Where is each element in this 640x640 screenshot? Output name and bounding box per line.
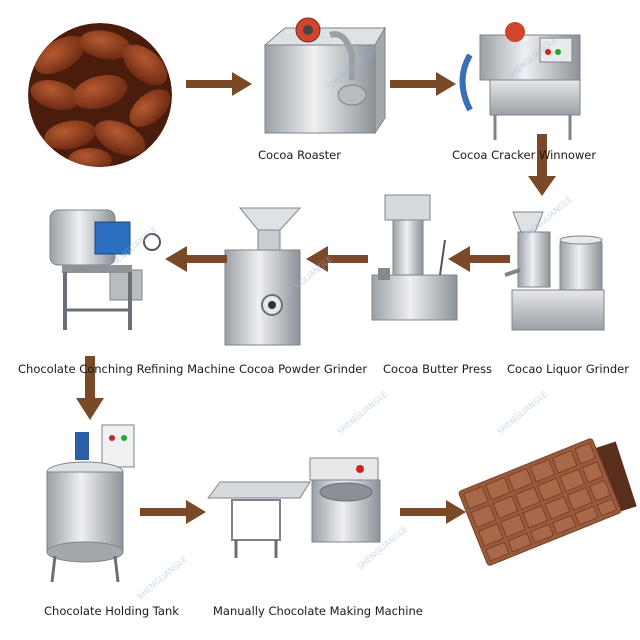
chocolate-bar bbox=[458, 438, 637, 566]
roaster-machine bbox=[263, 17, 386, 135]
arrow-down-1 bbox=[528, 134, 556, 196]
butter-press-machine bbox=[371, 194, 458, 321]
watermark-text: SHENGLIANGLE bbox=[136, 555, 190, 602]
label-cocao-liquor-grinder: Cocao Liquor Grinder bbox=[507, 362, 629, 376]
watermark-text: SHENGLIANGLE bbox=[496, 390, 550, 437]
label-manually-chocolate-making-machine: Manually Chocolate Making Machine bbox=[213, 604, 423, 618]
arrow-left-1 bbox=[448, 246, 510, 272]
holding-tank-machine bbox=[46, 424, 135, 583]
arrow-down-2 bbox=[76, 356, 104, 420]
watermark-text: SHENGLIANGLE bbox=[336, 390, 390, 437]
label-conching-refining-machine: Chocolate Conching Refining Machine bbox=[18, 362, 236, 376]
cracker-winnower-machine bbox=[459, 22, 581, 140]
tempering-machine bbox=[207, 457, 381, 558]
arrow-right-1 bbox=[186, 72, 252, 96]
powder-grinder-machine bbox=[224, 207, 302, 346]
colloid-mill-machine bbox=[504, 211, 605, 331]
label-cocoa-butter-press: Cocoa Butter Press bbox=[383, 362, 493, 376]
flow-arrows bbox=[76, 72, 556, 524]
arrow-left-3 bbox=[165, 246, 227, 272]
cocoa-beans-photo bbox=[28, 23, 172, 167]
label-cocoa-cracker-winnower: Cocoa Cracker Winnower bbox=[452, 148, 597, 162]
arrow-right-3 bbox=[140, 500, 206, 524]
arrow-right-4 bbox=[400, 500, 466, 524]
conching-machine bbox=[49, 209, 161, 330]
label-cocoa-roaster: Cocoa Roaster bbox=[258, 148, 341, 162]
label-cocoa-powder-grinder: Cocoa Powder Grinder bbox=[239, 362, 368, 376]
arrow-left-2 bbox=[306, 246, 368, 272]
label-chocolate-holding-tank: Chocolate Holding Tank bbox=[44, 604, 179, 618]
arrow-right-2 bbox=[390, 72, 456, 96]
